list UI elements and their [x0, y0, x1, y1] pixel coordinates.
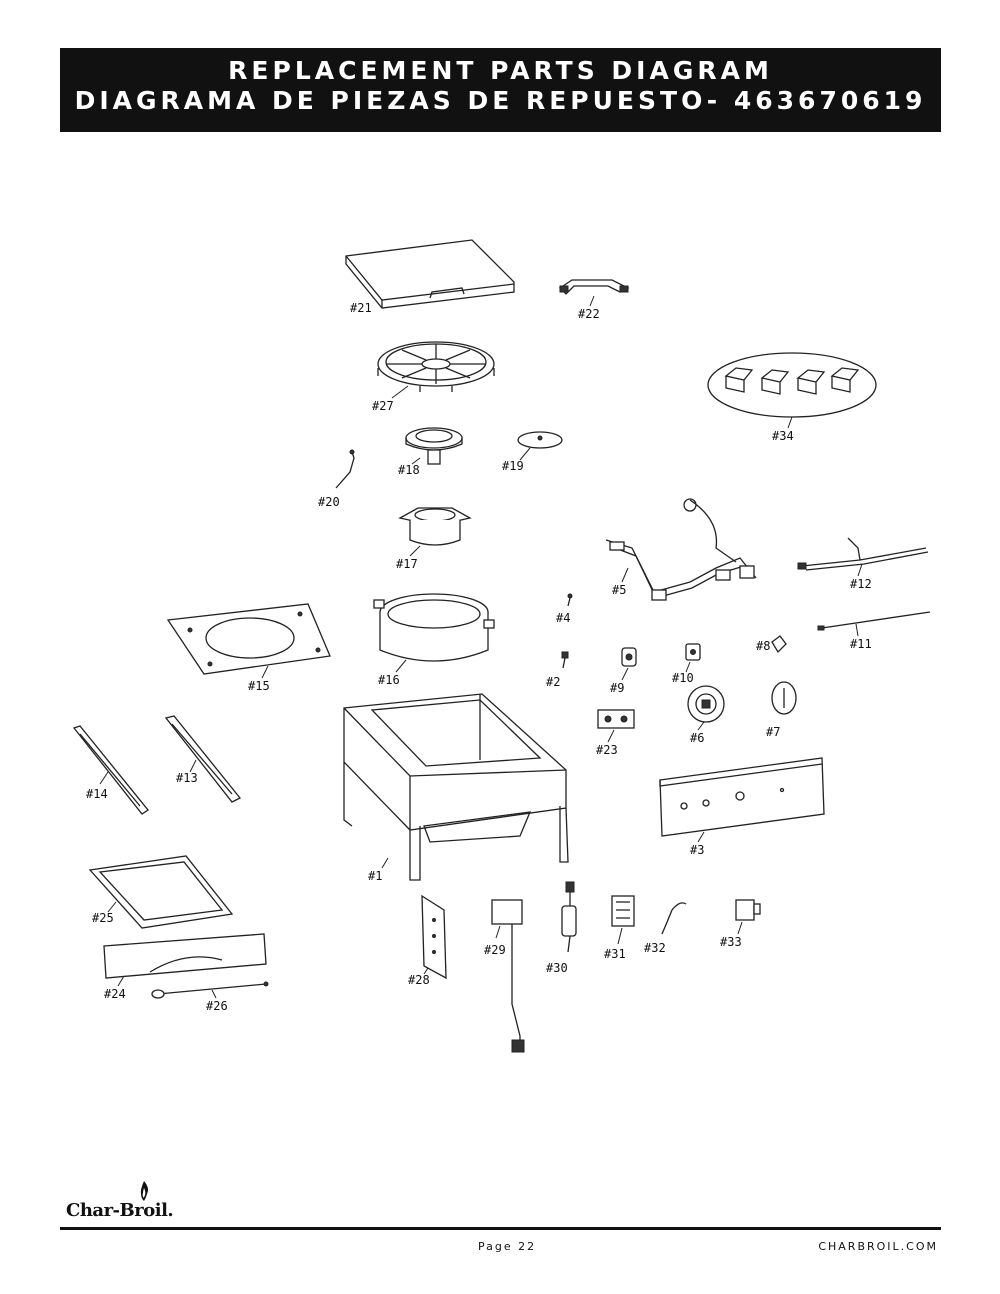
part-31-module [611, 895, 635, 927]
part-label-13: #13 [176, 771, 198, 785]
title-bar: REPLACEMENT PARTS DIAGRAM DIAGRAMA DE PI… [60, 48, 941, 132]
flame-icon [140, 1181, 148, 1201]
part-17-venturi [398, 507, 472, 546]
brand-name: Char-Broil. [66, 1200, 174, 1221]
part-label-21: #21 [350, 301, 372, 315]
part-33-valve [735, 899, 761, 921]
part-8-clip [771, 635, 787, 654]
part-16-firebox [373, 593, 495, 662]
part-label-34: #34 [772, 429, 794, 443]
part-label-25: #25 [92, 911, 114, 925]
part-14-rail [72, 725, 149, 815]
part-12-wire-harness [797, 537, 929, 571]
part-11-wire [817, 611, 931, 631]
exploded-parts-diagram: #21 #22 #27 #34 [72, 239, 931, 1053]
part-30-cord [561, 881, 577, 953]
part-label-28: #28 [408, 973, 430, 987]
part-label-16: #16 [378, 673, 400, 687]
part-18-burner [405, 427, 463, 465]
part-13-rail [164, 715, 242, 803]
part-label-29: #29 [484, 943, 506, 957]
brand-logo: Char-Broil. [66, 1180, 176, 1221]
part-label-14: #14 [86, 787, 108, 801]
part-label-1: #1 [368, 869, 382, 883]
part-4-screw [567, 593, 573, 607]
part-label-8: #8 [756, 639, 770, 653]
part-label-17: #17 [396, 557, 418, 571]
part-1-cart-body [343, 693, 569, 881]
part-29-transformer [491, 899, 525, 1053]
part-7-knob [771, 681, 797, 715]
part-28-side-panel [421, 894, 447, 980]
part-25-drip-tray [88, 855, 234, 929]
part-20-electrode [335, 449, 355, 489]
part-label-12: #12 [850, 577, 872, 591]
part-label-15: #15 [248, 679, 270, 693]
part-9-igniter-button [621, 647, 637, 667]
footer-divider [60, 1227, 941, 1230]
part-label-24: #24 [104, 987, 126, 1001]
title-english: REPLACEMENT PARTS DIAGRAM [228, 56, 773, 85]
part-label-20: #20 [318, 495, 340, 509]
part-22-handle [558, 279, 630, 295]
website-link[interactable]: CHARBROIL.COM [818, 1240, 938, 1253]
part-label-4: #4 [556, 611, 570, 625]
part-label-9: #9 [610, 681, 624, 695]
part-34-brackets [707, 352, 877, 418]
part-10-light-socket [685, 643, 701, 661]
part-label-31: #31 [604, 947, 626, 961]
part-5-manifold [605, 498, 757, 601]
part-23-bezel [597, 709, 635, 729]
part-label-6: #6 [690, 731, 704, 745]
part-27-grate [377, 341, 495, 392]
part-label-32: #32 [644, 941, 666, 955]
part-15-plate [166, 603, 331, 675]
part-label-19: #19 [502, 459, 524, 473]
part-label-11: #11 [850, 637, 872, 651]
part-label-27: #27 [372, 399, 394, 413]
title-spanish: DIAGRAMA DE PIEZAS DE REPUESTO- 46367061… [74, 86, 927, 115]
part-label-2: #2 [546, 675, 560, 689]
part-label-3: #3 [690, 843, 704, 857]
part-3-control-panel [659, 757, 825, 837]
part-21-lid [345, 239, 515, 309]
part-label-33: #33 [720, 935, 742, 949]
part-label-30: #30 [546, 961, 568, 975]
part-26-rod [151, 981, 269, 999]
part-label-7: #7 [766, 725, 780, 739]
part-label-5: #5 [612, 583, 626, 597]
part-32-wire [661, 902, 687, 935]
part-label-26: #26 [206, 999, 228, 1013]
part-label-10: #10 [672, 671, 694, 685]
part-24-front-panel [103, 933, 267, 979]
page-number: Page 22 [478, 1240, 537, 1253]
part-label-18: #18 [398, 463, 420, 477]
part-19-cap [517, 431, 563, 449]
part-label-22: #22 [578, 307, 600, 321]
part-6-knob [687, 685, 725, 723]
part-2-fitting [561, 651, 569, 669]
part-label-23: #23 [596, 743, 618, 757]
